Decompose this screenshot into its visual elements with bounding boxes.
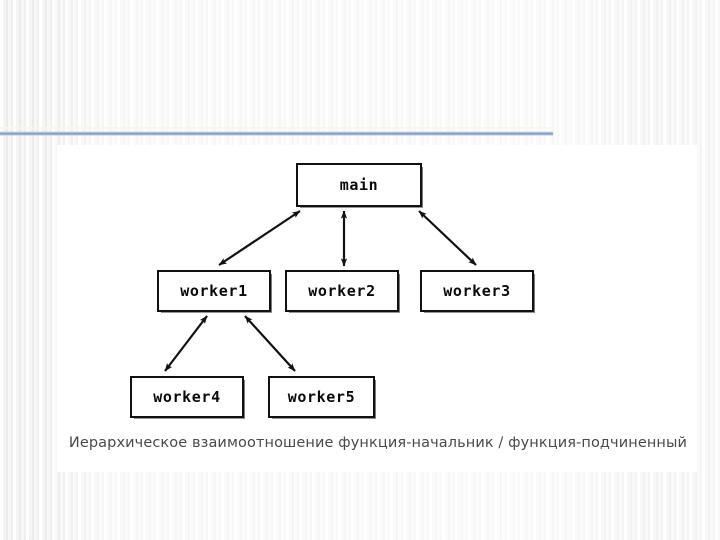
content-panel: main worker1 worker2 worker3 worker4 wor… [57, 145, 697, 472]
edge-main-worker1 [218, 210, 301, 266]
node-worker1-label: worker1 [180, 281, 248, 300]
hierarchy-diagram: main worker1 worker2 worker3 worker4 wor… [57, 145, 697, 472]
arrow-layer [164, 210, 477, 372]
node-worker1[interactable]: worker1 [157, 270, 272, 313]
diagram-caption: Иерархическое взаимоотношение функция-на… [68, 435, 688, 451]
node-worker4-label: worker4 [153, 387, 221, 406]
node-worker3-label: worker3 [443, 281, 511, 300]
node-worker2[interactable]: worker2 [285, 270, 400, 313]
node-worker2-label: worker2 [308, 281, 376, 300]
edge-worker1-worker5 [244, 315, 296, 372]
title-rule [0, 131, 553, 136]
node-worker5-label: worker5 [287, 387, 356, 406]
title-rule-highlight [0, 127, 553, 129]
edge-worker1-worker4 [164, 315, 208, 372]
node-worker5[interactable]: worker5 [268, 376, 376, 419]
node-worker4[interactable]: worker4 [130, 376, 245, 419]
node-main-label: main [339, 175, 379, 194]
node-worker3[interactable]: worker3 [420, 270, 535, 313]
edge-main-worker3 [418, 210, 477, 266]
node-main[interactable]: main [296, 163, 423, 208]
